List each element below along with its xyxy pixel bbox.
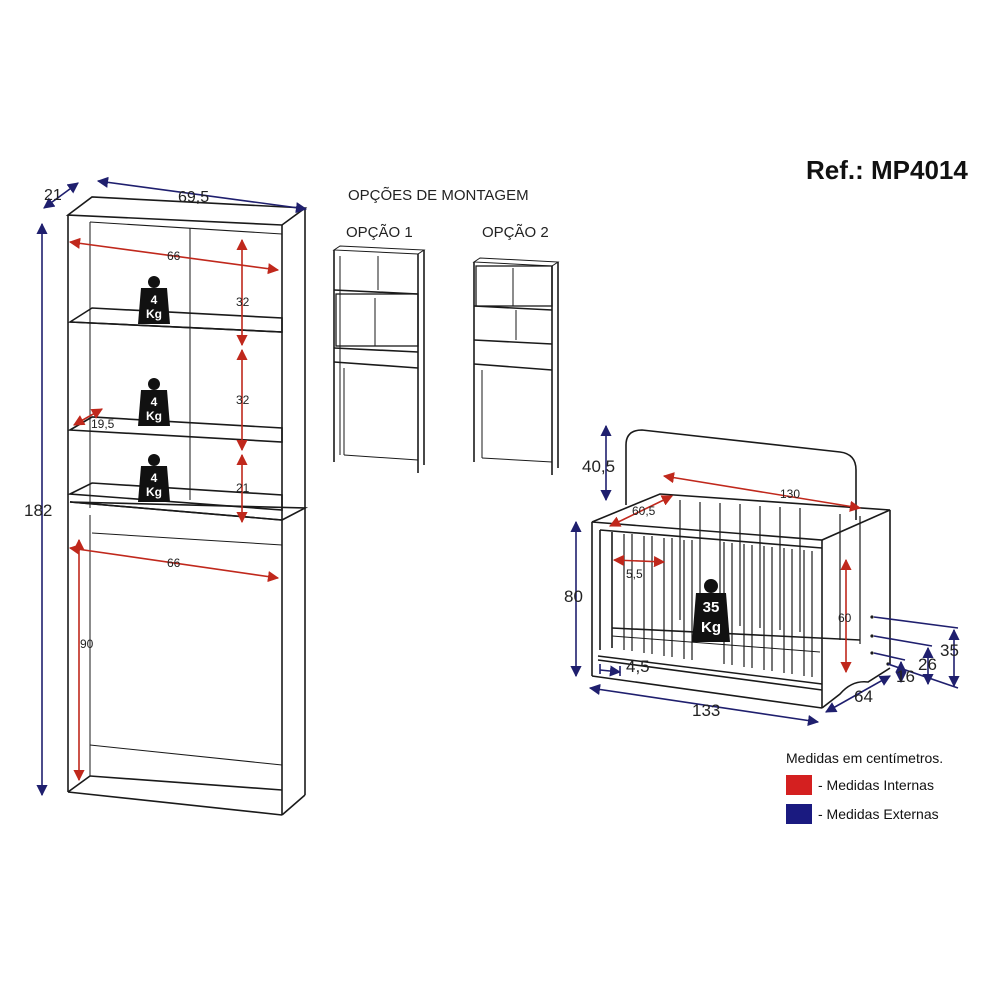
option-1-drawing <box>332 245 426 473</box>
dim-crib-width <box>825 675 891 713</box>
dim-cabinet-width <box>96 176 308 214</box>
dim-crib-length <box>588 683 820 727</box>
cabinet-lower-bottom <box>89 744 283 766</box>
label-crib-height: 80 <box>564 587 583 606</box>
opt1-shelf-3 <box>333 361 419 369</box>
label-inner-width-bottom: 66 <box>167 556 181 570</box>
label-shelf-height-3: 21 <box>236 481 250 495</box>
opt2-door-block <box>475 265 553 307</box>
reference-code: Ref.: MP4014 <box>806 155 968 185</box>
cabinet-inner-top <box>89 221 283 235</box>
crib-mattress-base-front <box>611 635 821 653</box>
weight-icon: 35 Kg <box>692 579 730 642</box>
label-cabinet-depth: 21 <box>44 187 62 204</box>
cabinet-lower-top <box>91 532 283 546</box>
cabinet-shelf-1-front <box>69 321 283 333</box>
crib-weight-value: 35 <box>703 599 720 616</box>
legend-row-external: - Medidas Externas <box>786 804 986 824</box>
cabinet-drawing: 21 69,5 182 66 32 32 21 19,5 66 90 4 Kg … <box>24 176 309 816</box>
opt1-shelf-1 <box>333 289 419 295</box>
legend-internal-label: - Medidas Internas <box>818 777 934 793</box>
cabinet-base-line <box>67 791 283 816</box>
opt1-shelf-2 <box>333 347 419 353</box>
dim-inner-length <box>662 472 862 512</box>
leader-level-3 <box>873 616 959 629</box>
label-mattress-level-1: 16 <box>896 667 915 686</box>
weight-unit-3: Kg <box>146 485 162 499</box>
weight-value-2: 4 <box>151 395 158 409</box>
label-shelf-height-2: 32 <box>236 393 250 407</box>
option-2-label: OPÇÃO 2 <box>482 224 549 241</box>
dim-slat-gap <box>612 554 666 568</box>
dim-base-gap <box>599 665 622 677</box>
opt1-plinth <box>343 454 419 461</box>
option-1-label: OPÇÃO 1 <box>346 224 413 241</box>
label-cabinet-height: 182 <box>24 501 52 520</box>
weight-value-1: 4 <box>151 293 158 307</box>
label-shelf-depth: 19,5 <box>91 417 115 431</box>
cabinet-bottom-left <box>67 775 91 793</box>
opt2-shelf-1 <box>473 305 553 311</box>
label-crib-width: 64 <box>854 687 873 706</box>
legend-internal-swatch <box>786 775 812 795</box>
dim-inner-width <box>608 495 674 527</box>
option-2-drawing <box>472 257 560 475</box>
label-slat-gap: 5,5 <box>626 567 643 581</box>
label-crib-length: 133 <box>692 701 720 720</box>
dim-cabinet-depth <box>43 182 79 209</box>
weight-icon: 4 Kg <box>138 276 170 324</box>
label-shelf-height-1: 32 <box>236 295 250 309</box>
crib-weight-unit: Kg <box>701 619 721 636</box>
label-inner-width: 60,5 <box>632 504 656 518</box>
label-mattress-level-2: 26 <box>918 655 937 674</box>
weight-value-3: 4 <box>151 471 158 485</box>
dim-shelf-depth <box>73 408 103 426</box>
label-inner-width-top: 66 <box>167 249 181 263</box>
label-cabinet-width: 69,5 <box>178 189 209 206</box>
crib-drawing: 40,5 80 133 64 4,5 35 26 16 130 60,5 5,5… <box>564 424 960 727</box>
label-headboard-height: 40,5 <box>582 457 615 476</box>
assembly-title: OPÇÕES DE MONTAGEM <box>348 187 529 204</box>
cabinet-shelf-1 <box>67 307 283 333</box>
opt2-shelf-3 <box>473 363 553 371</box>
cabinet-shelf-3 <box>67 482 283 511</box>
cabinet-plinth-top <box>89 775 283 791</box>
opt1-door-block <box>335 293 419 347</box>
opt2-top <box>472 257 560 267</box>
leader-level-2 <box>873 635 933 647</box>
crib-headboard <box>625 429 857 520</box>
weight-icon: 4 Kg <box>138 378 170 426</box>
crib-lower-rail <box>597 655 823 685</box>
legend-external-label: - Medidas Externas <box>818 806 939 822</box>
crib-front-rail-inner <box>599 529 823 549</box>
crib-level-holes <box>870 615 890 666</box>
label-base-gap: 4,5 <box>626 657 650 676</box>
legend-row-internal: - Medidas Internas <box>786 775 986 795</box>
leader-level-1 <box>873 652 906 661</box>
weight-unit-2: Kg <box>146 409 162 423</box>
crib-mattress-base <box>611 627 861 641</box>
cabinet-bottom-side <box>281 794 306 816</box>
legend-external-swatch <box>786 804 812 824</box>
weight-unit-1: Kg <box>146 307 162 321</box>
opt2-shelf-2 <box>473 339 553 345</box>
label-inner-height: 60 <box>838 611 852 625</box>
dim-inner-width-bottom <box>68 543 280 583</box>
opt1-top <box>332 245 426 255</box>
label-mattress-level-3: 35 <box>940 641 959 660</box>
label-lower-height: 90 <box>80 637 94 651</box>
opt2-plinth <box>481 457 553 463</box>
weight-icon: 4 Kg <box>138 454 170 502</box>
legend: Medidas em centímetros. - Medidas Intern… <box>786 750 986 824</box>
cabinet-mid-panel <box>69 501 309 521</box>
legend-title: Medidas em centímetros. <box>786 750 944 766</box>
assembly-options: OPÇÕES DE MONTAGEM OPÇÃO 1 OPÇÃO 2 <box>332 187 560 475</box>
label-inner-length: 130 <box>780 487 800 501</box>
